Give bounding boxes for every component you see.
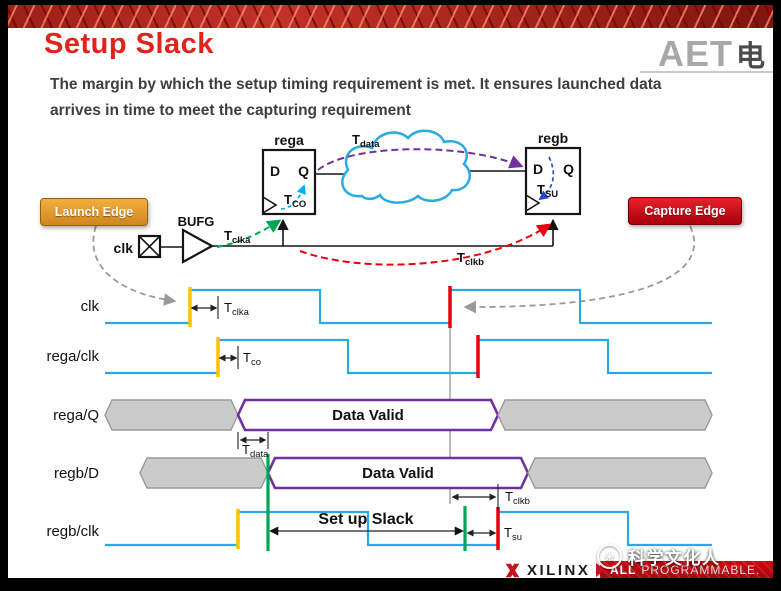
tagline-programmable: PROGRAMMABLE. (641, 562, 761, 577)
description-line-1: The margin by which the setup timing req… (50, 76, 662, 93)
regb-flipflop: regb D Q TSU (524, 130, 582, 216)
aet-logo-text: AET (658, 33, 733, 74)
t-clka-circuit-label: Tclka (224, 228, 251, 246)
capture-edge-pointer (463, 225, 696, 314)
rega-d-label: D (270, 163, 280, 179)
t-clkb-wave-label: Tclkb (505, 489, 530, 507)
data-valid-label: Data Valid (332, 407, 404, 424)
rega-q-bus: Data Valid (104, 398, 713, 432)
capture-edge-badge: Capture Edge (628, 197, 742, 225)
t-co-wave-label: Tco (243, 350, 261, 368)
rega-q-label: Q (298, 163, 309, 179)
t-data-annotation: Tdata (237, 432, 269, 460)
t-data-label: Tdata (352, 132, 380, 150)
circuit-schematic: clk BUFG rega D Q TCO regb D (114, 129, 582, 268)
data-valid-bus (236, 398, 500, 432)
row-label-rega-clk: rega/clk (46, 348, 99, 365)
regb-d-bus: Data Valid (139, 456, 713, 490)
row-label-rega-q: rega/Q (53, 407, 99, 424)
chevron-right-icon (596, 563, 606, 577)
bus-invalid-left (104, 399, 239, 431)
timing-diagram: clk rega/clk rega/Q regb/D regb/clk Data… (46, 286, 713, 551)
t-su-annotation: Tsu (466, 525, 522, 543)
description-line-2: arrives in time to meet the capturing re… (50, 102, 411, 119)
clk-source-x-icon (138, 235, 161, 258)
watermark-badge-icon: ❋ (597, 544, 622, 569)
bus-invalid-right (527, 457, 713, 489)
t-data-wave-label: Tdata (242, 442, 269, 460)
aet-divider (640, 71, 773, 73)
t-co-label: TCO (284, 192, 306, 210)
logic-cloud (341, 129, 471, 204)
page-title: Setup Slack (44, 28, 214, 60)
launch-edge-badge: Launch Edge (40, 198, 148, 226)
rega-flipflop: rega D Q TCO (261, 132, 317, 216)
t-su-label: TSU (537, 182, 558, 200)
regb-clock-triangle (525, 194, 541, 212)
watermark-text: 科学文化人 (628, 549, 721, 568)
row-label-regb-clk: regb/clk (46, 523, 99, 540)
rega-box (261, 148, 317, 216)
rega-clk-wave (105, 338, 712, 375)
aet-logo-cn-glyph: 电 (736, 41, 766, 73)
bufg-triangle (181, 228, 215, 264)
t-clkb-circuit-label: Tclkb (457, 250, 484, 268)
watermark: ❋ 科学文化人 (597, 544, 721, 569)
launch-edge-pointer (92, 225, 177, 306)
clk-label: clk (114, 240, 134, 256)
xilinx-tagline-strip: ALL PROGRAMMABLE. (600, 561, 773, 578)
t-su-wave-label: Tsu (504, 525, 522, 543)
flower-icon: ❋ (604, 549, 615, 564)
xilinx-logo: XILINX (504, 560, 606, 580)
xilinx-x-icon (505, 563, 520, 577)
description: The margin by which the setup timing req… (50, 72, 710, 124)
regb-label: regb (538, 130, 568, 146)
setup-slack-label: Set up Slack (318, 511, 413, 528)
rega-clock-triangle (262, 196, 278, 214)
t-clka-annotation: Tclka (190, 296, 250, 319)
t-su-arrow (538, 156, 555, 201)
bus-invalid-left (139, 457, 269, 489)
t-co-annotation: Tco (218, 346, 261, 369)
measure-ticks (237, 432, 269, 449)
t-clkb-annotation: Tclkb (451, 484, 530, 510)
data-valid-label: Data Valid (362, 465, 434, 482)
t-data-path-arrow (317, 148, 524, 171)
bufg-label: BUFG (178, 214, 215, 229)
rega-label: rega (274, 132, 304, 148)
row-label-clk: clk (81, 298, 100, 315)
clk-source: clk (114, 234, 162, 259)
setup-slack-annotation: Set up Slack (269, 511, 464, 536)
bus-invalid-right (497, 399, 713, 431)
t-clka-wave-label: Tclka (224, 300, 250, 318)
aet-logo: AET 电 (658, 33, 770, 75)
regb-q-label: Q (563, 161, 574, 177)
row-label-regb-d: regb/D (54, 465, 99, 482)
t-clka-arrow (216, 219, 282, 248)
bufg-buffer: BUFG (160, 214, 215, 264)
t-clkb-arrow (299, 223, 552, 266)
regb-d-label: D (533, 161, 543, 177)
t-co-arrow (280, 184, 306, 210)
top-ribbon-banner (8, 5, 773, 28)
xilinx-logo-text: XILINX (527, 561, 591, 579)
